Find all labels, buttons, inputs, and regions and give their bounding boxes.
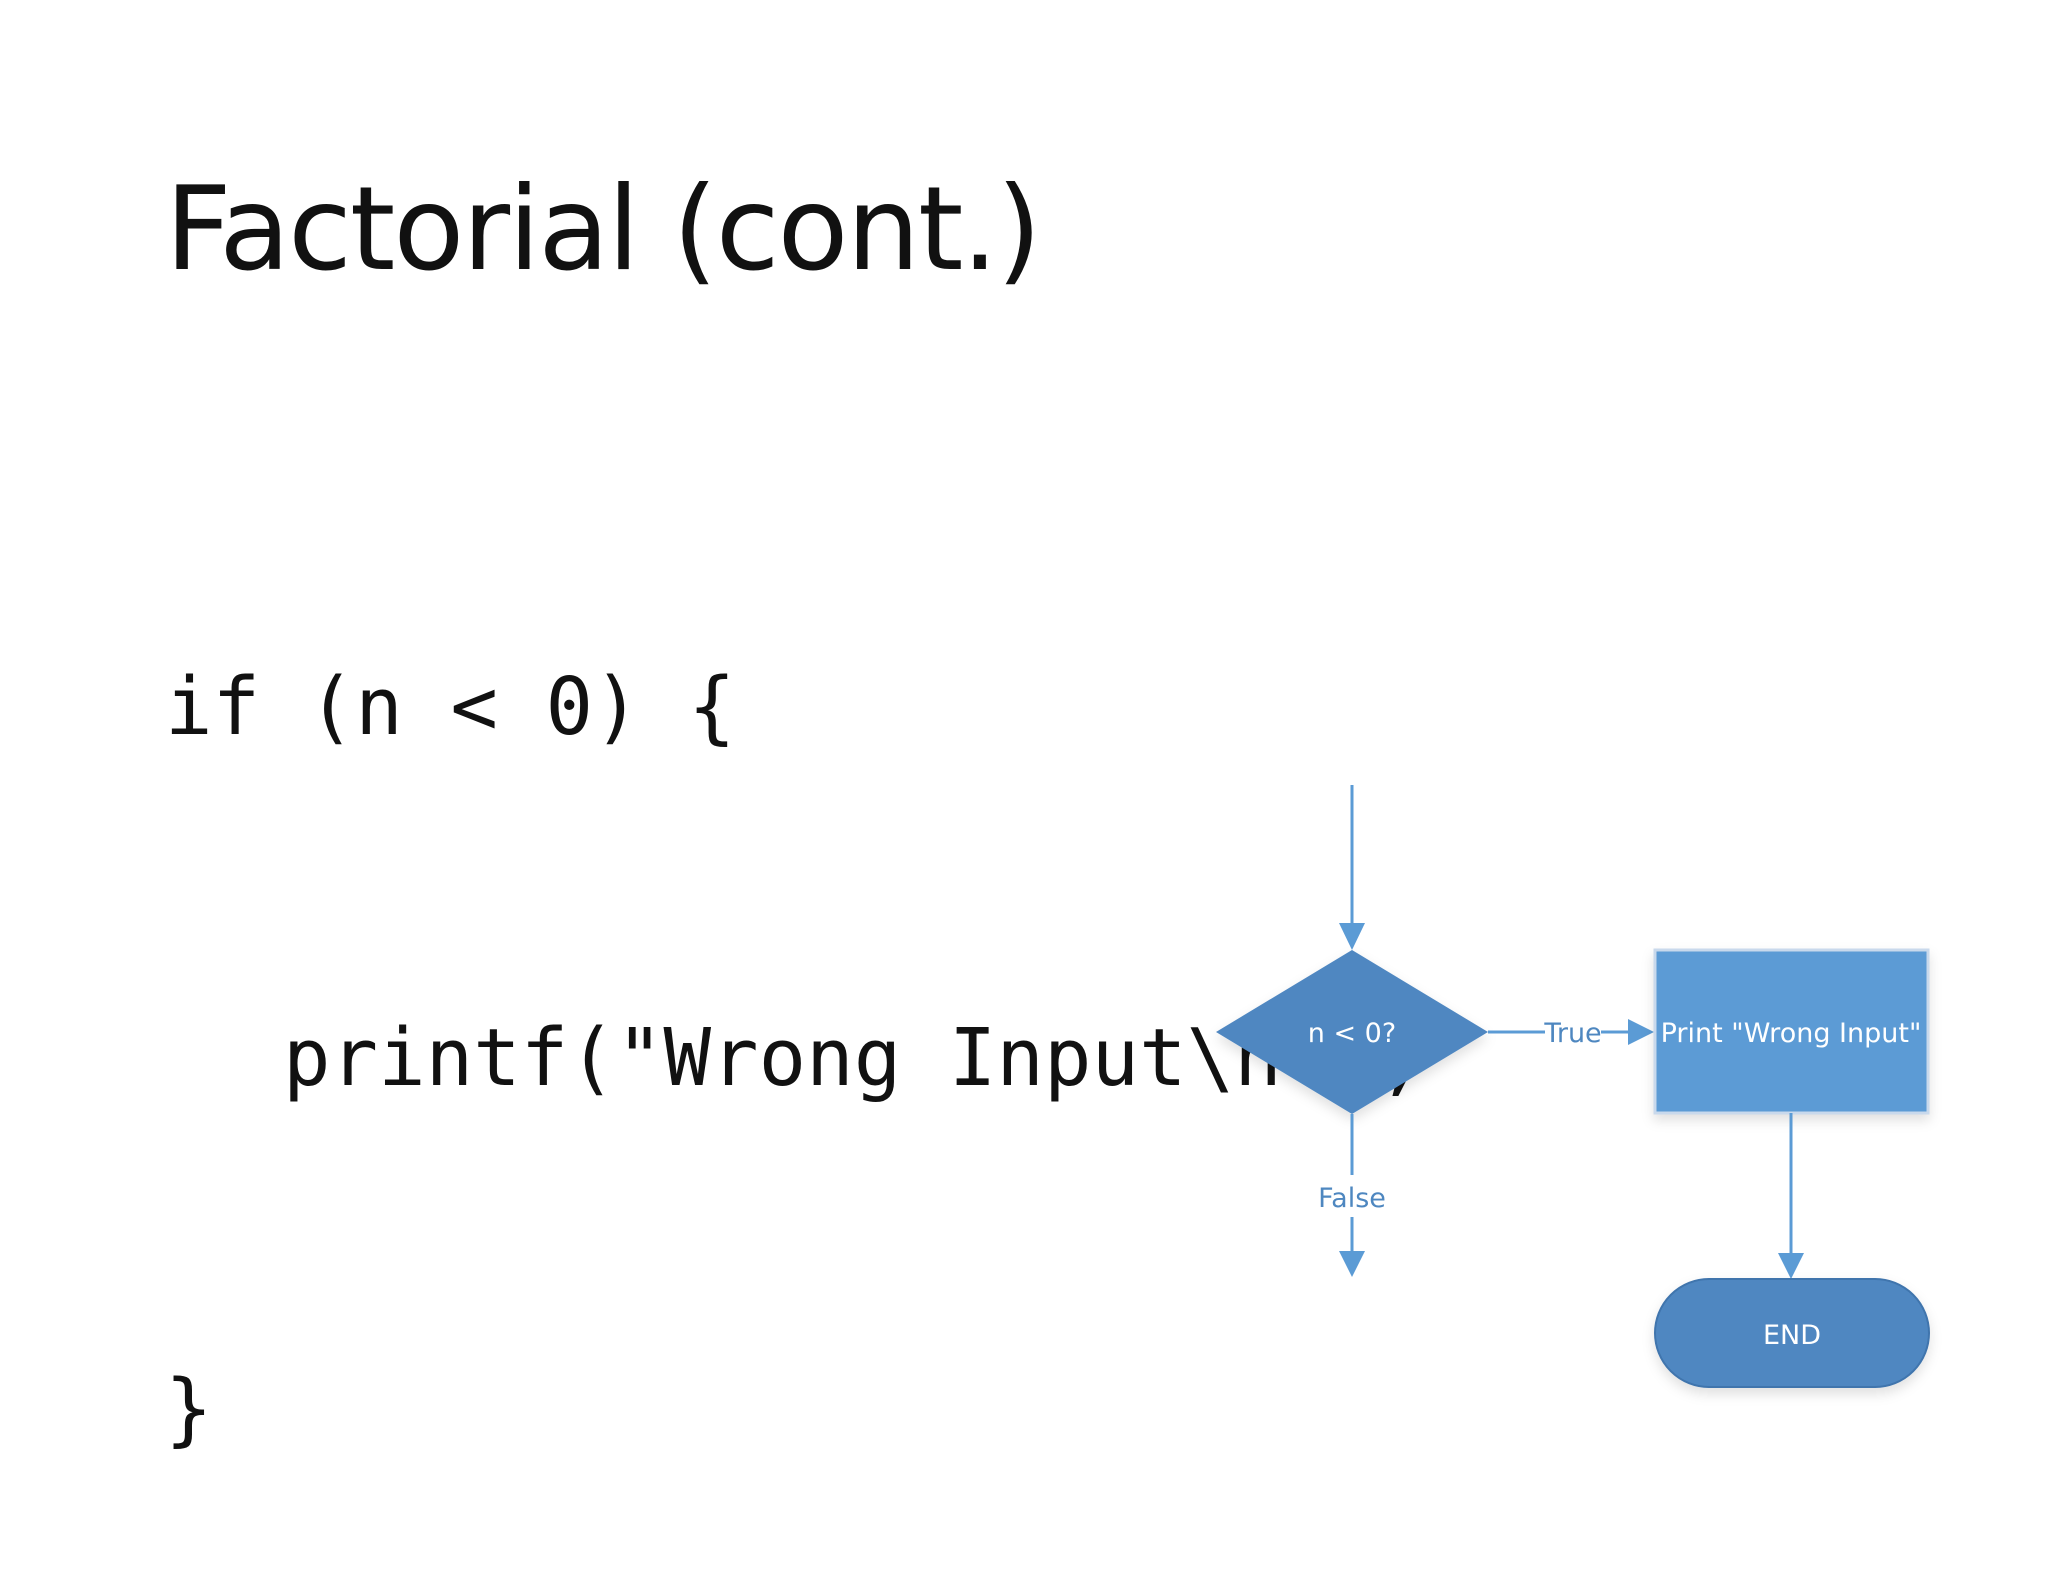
process-label: Print "Wrong Input" xyxy=(1661,1018,1922,1049)
true-edge-label: True xyxy=(1543,1018,1601,1049)
decision-label: n < 0? xyxy=(1308,1018,1396,1049)
code-line-close: } xyxy=(165,1363,213,1455)
end-arrowhead xyxy=(1778,1253,1804,1279)
process-box xyxy=(1653,948,1930,1115)
end-label: END xyxy=(1763,1320,1821,1351)
code-block: if (n < 0) { printf("Wrong Input\n"); } xyxy=(165,415,1425,1585)
flowchart-diagram: n < 0? True Print "Wrong Input" END Fals… xyxy=(1216,785,1930,1388)
slide-title: Factorial (cont.) xyxy=(165,162,1042,297)
false-arrowhead xyxy=(1339,1251,1365,1277)
true-arrowhead xyxy=(1628,1019,1654,1045)
false-edge-label: False xyxy=(1318,1183,1386,1214)
incoming-arrowhead xyxy=(1339,923,1365,950)
end-terminator xyxy=(1654,1278,1930,1388)
decision-diamond xyxy=(1216,950,1488,1114)
code-line-if: if (n < 0) { xyxy=(165,661,736,753)
